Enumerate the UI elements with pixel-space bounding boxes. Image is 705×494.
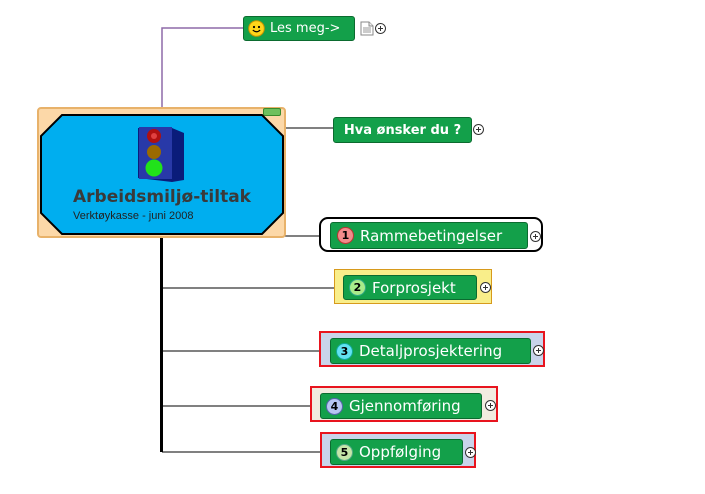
- number-3-icon: 3: [336, 342, 353, 360]
- branch-1-label: Rammebetingelser: [360, 226, 503, 245]
- number-5-icon: 5: [336, 443, 353, 461]
- branch-4-topic[interactable]: 4 Gjennomføring: [320, 393, 482, 419]
- note-icon[interactable]: [360, 21, 374, 36]
- smiley-icon: [248, 20, 265, 37]
- hva-onsker-topic[interactable]: Hva ønsker du ?: [333, 117, 472, 143]
- hva-onsker-label: Hva ønsker du ?: [343, 122, 462, 138]
- central-title: Arbeidsmiljø-tiltak: [73, 187, 251, 207]
- expand-les-meg-icon[interactable]: [375, 23, 386, 34]
- branch-1-topic[interactable]: 1 Rammebetingelser: [330, 222, 528, 249]
- branch-trunk: [160, 236, 163, 452]
- number-4-icon: 4: [326, 397, 343, 415]
- connector-les-meg: [161, 27, 243, 108]
- number-1-icon: 1: [337, 227, 354, 244]
- branch-3-label: Detaljprosjektering: [359, 342, 503, 360]
- branch-5-label: Oppfølging: [359, 443, 442, 461]
- branch-5-topic[interactable]: 5 Oppfølging: [330, 439, 463, 465]
- branch-3-topic[interactable]: 3 Detaljprosjektering: [330, 338, 531, 364]
- expand-branch-2-icon[interactable]: [480, 282, 491, 293]
- les-meg-topic[interactable]: Les meg->: [243, 16, 355, 41]
- collapse-tab[interactable]: [263, 108, 281, 116]
- traffic-light-icon: [138, 127, 184, 182]
- branch-4-label: Gjennomføring: [349, 397, 461, 415]
- les-meg-label: Les meg->: [270, 21, 341, 36]
- expand-branch-4-icon[interactable]: [485, 400, 496, 411]
- number-2-icon: 2: [349, 279, 366, 296]
- branch-2-label: Forprosjekt: [372, 278, 456, 297]
- expand-hva-onsker-icon[interactable]: [473, 124, 484, 135]
- expand-branch-5-icon[interactable]: [465, 447, 476, 458]
- expand-branch-1-icon[interactable]: [530, 231, 541, 242]
- central-subtitle: Verktøykasse - juni 2008: [73, 210, 194, 222]
- branch-2-topic[interactable]: 2 Forprosjekt: [343, 275, 477, 300]
- expand-branch-3-icon[interactable]: [533, 345, 544, 356]
